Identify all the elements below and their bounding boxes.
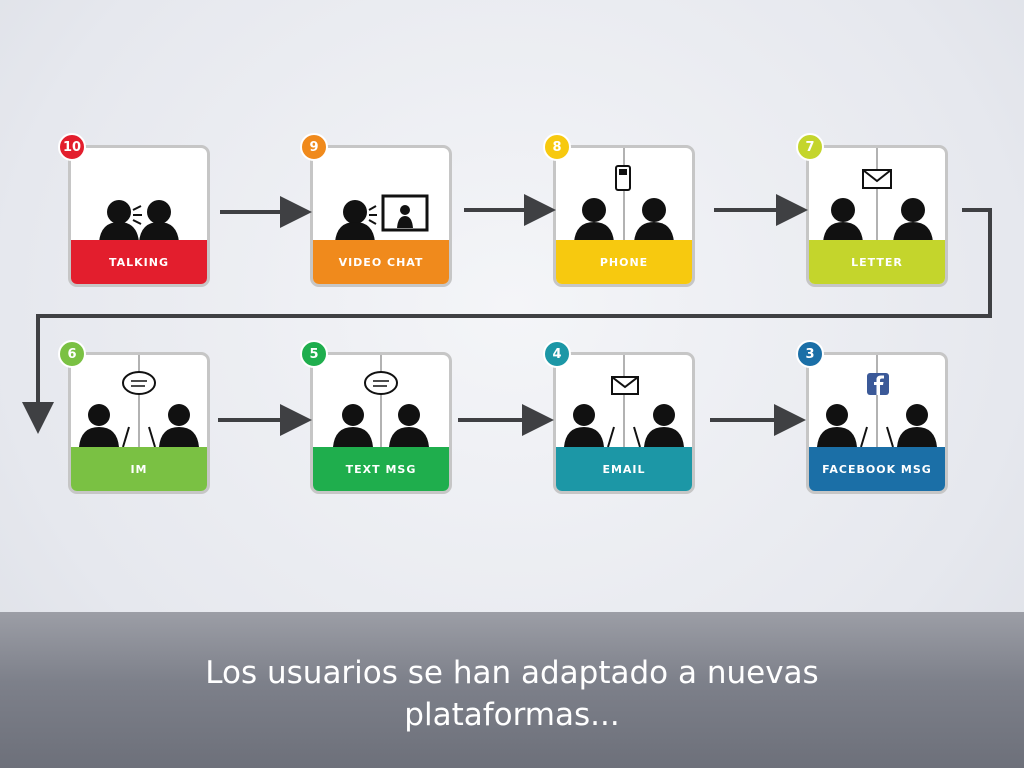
slide-caption: Los usuarios se han adaptado a nuevas pl… — [100, 652, 924, 736]
card-im: IM — [68, 352, 210, 494]
caption-bar — [0, 612, 1024, 768]
connector-arrow-icon — [22, 208, 992, 434]
card-talking: TALKING — [68, 145, 210, 287]
step-label: IM — [71, 447, 207, 491]
step-label: FACEBOOK MSG — [809, 447, 945, 491]
phone-scene-icon — [574, 148, 674, 242]
step-number-badge: 6 — [58, 340, 86, 368]
step-number-badge: 5 — [300, 340, 328, 368]
step-label: PHONE — [556, 240, 692, 284]
step-number-badge: 9 — [300, 133, 328, 161]
flow-arrows — [22, 194, 992, 436]
step-number-badge: 8 — [543, 133, 571, 161]
step-number-badge: 7 — [796, 133, 824, 161]
card-phone: PHONE — [553, 145, 695, 287]
email-scene-icon — [564, 355, 684, 449]
step-label: TALKING — [71, 240, 207, 284]
letter-scene-icon — [823, 148, 933, 242]
step-number-badge: 10 — [58, 133, 86, 161]
facebook-logo-icon — [867, 373, 889, 395]
video-chat-scene-icon — [335, 194, 429, 242]
text-msg-scene-icon — [333, 355, 429, 449]
card-text-msg: TEXT MSG — [310, 352, 452, 494]
step-label: TEXT MSG — [313, 447, 449, 491]
facebook-msg-scene-icon — [817, 355, 937, 449]
step-number-badge: 3 — [796, 340, 824, 368]
step-label: VIDEO CHAT — [313, 240, 449, 284]
caption-line-2: plataformas... — [404, 697, 620, 733]
step-label: LETTER — [809, 240, 945, 284]
step-number-badge: 4 — [543, 340, 571, 368]
step-label: EMAIL — [556, 447, 692, 491]
talking-scene-icon — [99, 200, 179, 242]
card-email: EMAIL — [553, 352, 695, 494]
caption-line-1: Los usuarios se han adaptado a nuevas — [205, 655, 819, 691]
card-facebook-msg: FACEBOOK MSG — [806, 352, 948, 494]
im-scene-icon — [79, 355, 199, 449]
card-letter: LETTER — [806, 145, 948, 287]
